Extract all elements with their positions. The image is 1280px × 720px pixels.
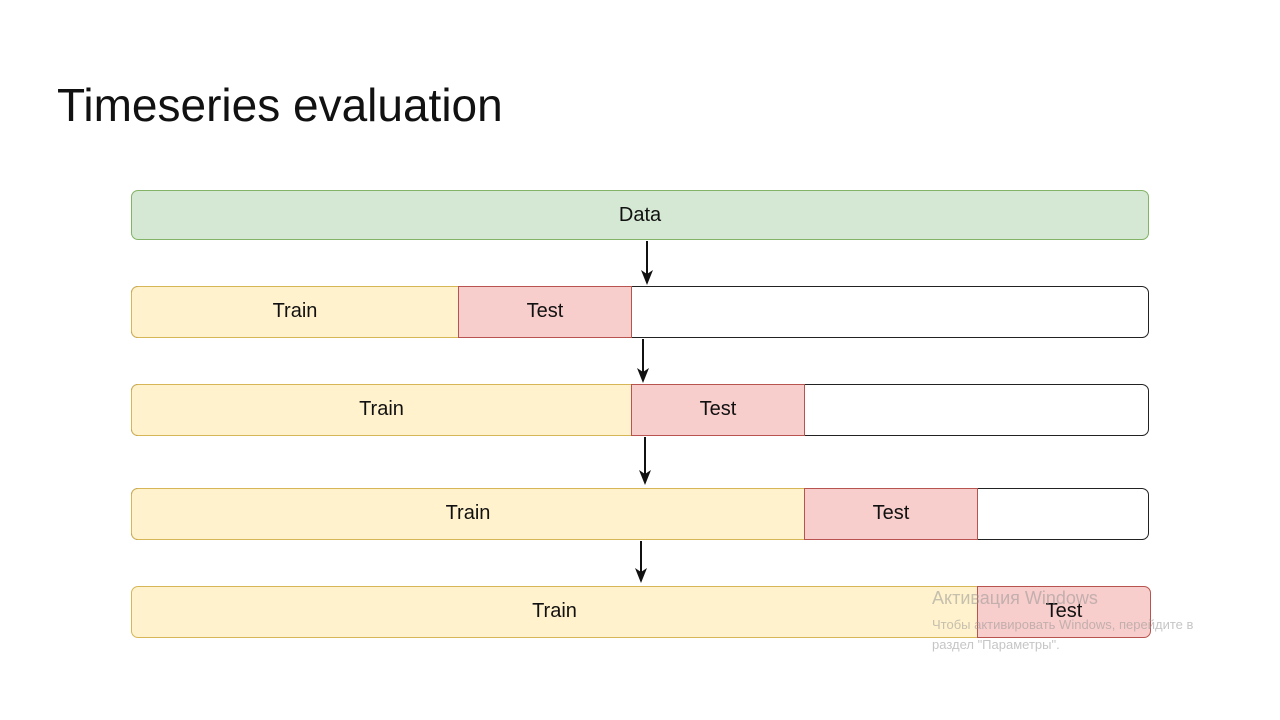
test-segment-1: Test	[458, 285, 632, 338]
split-row-4: Train Test	[130, 585, 1151, 638]
train-label: Train	[359, 398, 404, 420]
data-bar: Data	[131, 190, 1149, 240]
arrow-1	[641, 241, 653, 285]
train-label: Train	[272, 300, 318, 322]
train-segment-4: Train	[130, 585, 979, 638]
train-segment-2: Train	[130, 383, 633, 436]
train-label: Train	[445, 502, 491, 524]
split-row-2: Train Test	[130, 383, 1149, 436]
test-segment-4: Test	[977, 585, 1151, 638]
data-label: Data	[618, 203, 662, 226]
test-label: Test	[1045, 600, 1083, 622]
test-label: Test	[699, 398, 737, 420]
train-segment-3: Train	[130, 487, 806, 540]
test-segment-3: Test	[804, 487, 978, 540]
test-label: Test	[872, 502, 910, 524]
split-row-1: Train Test	[130, 285, 1149, 338]
arrow-3	[639, 437, 651, 485]
train-label: Train	[532, 600, 577, 622]
split-row-3: Train Test	[130, 487, 1149, 540]
slide-title: Timeseries evaluation	[57, 79, 503, 131]
test-label: Test	[526, 300, 564, 322]
arrow-4	[635, 541, 647, 583]
test-segment-2: Test	[631, 383, 805, 436]
train-segment-1: Train	[130, 285, 460, 338]
arrow-2	[637, 339, 649, 383]
